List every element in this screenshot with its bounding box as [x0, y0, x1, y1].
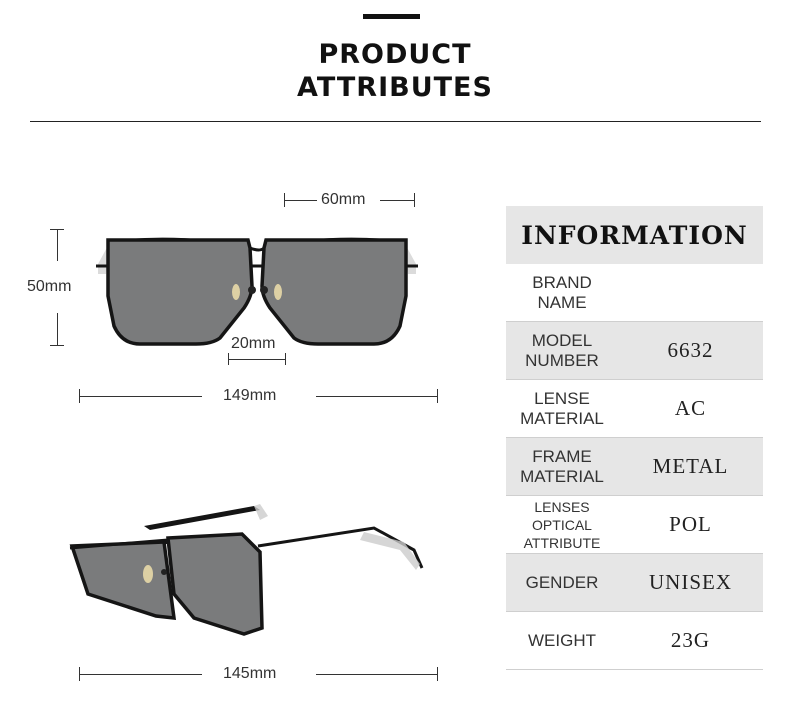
frame-width-tick-right: [437, 389, 438, 403]
info-value: METAL: [652, 454, 729, 478]
bridge-tick-right: [285, 353, 286, 365]
lens-height-label: 50mm: [27, 278, 72, 295]
lens-height-line-bottom: [57, 313, 58, 345]
lens-width-line-right: [380, 200, 414, 201]
info-label: MODEL NUMBER: [525, 330, 599, 370]
info-value: 6632: [667, 338, 714, 362]
info-table-title: INFORMATION: [506, 206, 763, 264]
info-row-model: MODEL NUMBER 6632: [506, 322, 763, 380]
temple-length-line-left: [79, 674, 202, 675]
info-value: POL: [669, 512, 712, 536]
lens-width-line-left: [284, 200, 317, 201]
info-value: 23G: [670, 628, 711, 652]
info-label: GENDER: [525, 572, 599, 592]
page-title-line2: ATTRIBUTES: [297, 72, 493, 103]
info-row-lens-material: LENSE MATERIAL AC: [506, 380, 763, 438]
sunglasses-side-image: [69, 504, 424, 636]
header-divider: [30, 121, 761, 122]
info-label: LENSES OPTICAL ATTRIBUTE: [523, 498, 601, 551]
temple-length-tick-right: [437, 667, 438, 681]
frame-width-line-right: [316, 396, 438, 397]
info-value: UNISEX: [649, 570, 732, 594]
temple-length-label: 145mm: [223, 665, 277, 682]
info-label: WEIGHT: [528, 630, 596, 650]
info-row-weight: WEIGHT 23G: [506, 612, 763, 670]
lens-width-tick-right: [414, 193, 415, 207]
info-row-optical-attribute: LENSES OPTICAL ATTRIBUTE POL: [506, 496, 763, 554]
sunglasses-front-image: [96, 237, 418, 346]
info-label: LENSE MATERIAL: [520, 388, 604, 428]
product-info-table: INFORMATION BRAND NAME MODEL NUMBER 6632…: [506, 206, 763, 670]
lens-width-label: 60mm: [321, 191, 366, 208]
bridge-line: [228, 359, 286, 360]
info-label: FRAME MATERIAL: [520, 446, 604, 486]
bridge-label: 20mm: [231, 335, 276, 352]
frame-width-line-left: [79, 396, 202, 397]
info-row-brand: BRAND NAME: [506, 264, 763, 322]
lens-height-tick-bottom: [50, 345, 64, 346]
header-accent-bar: [363, 14, 420, 19]
frame-width-label: 149mm: [223, 387, 277, 404]
page-title-line1: PRODUCT: [318, 39, 472, 70]
info-row-gender: GENDER UNISEX: [506, 554, 763, 612]
info-value: AC: [674, 396, 707, 420]
info-label: BRAND NAME: [532, 272, 592, 312]
lens-height-line-top: [57, 229, 58, 261]
info-row-frame-material: FRAME MATERIAL METAL: [506, 438, 763, 496]
temple-length-line-right: [316, 674, 438, 675]
